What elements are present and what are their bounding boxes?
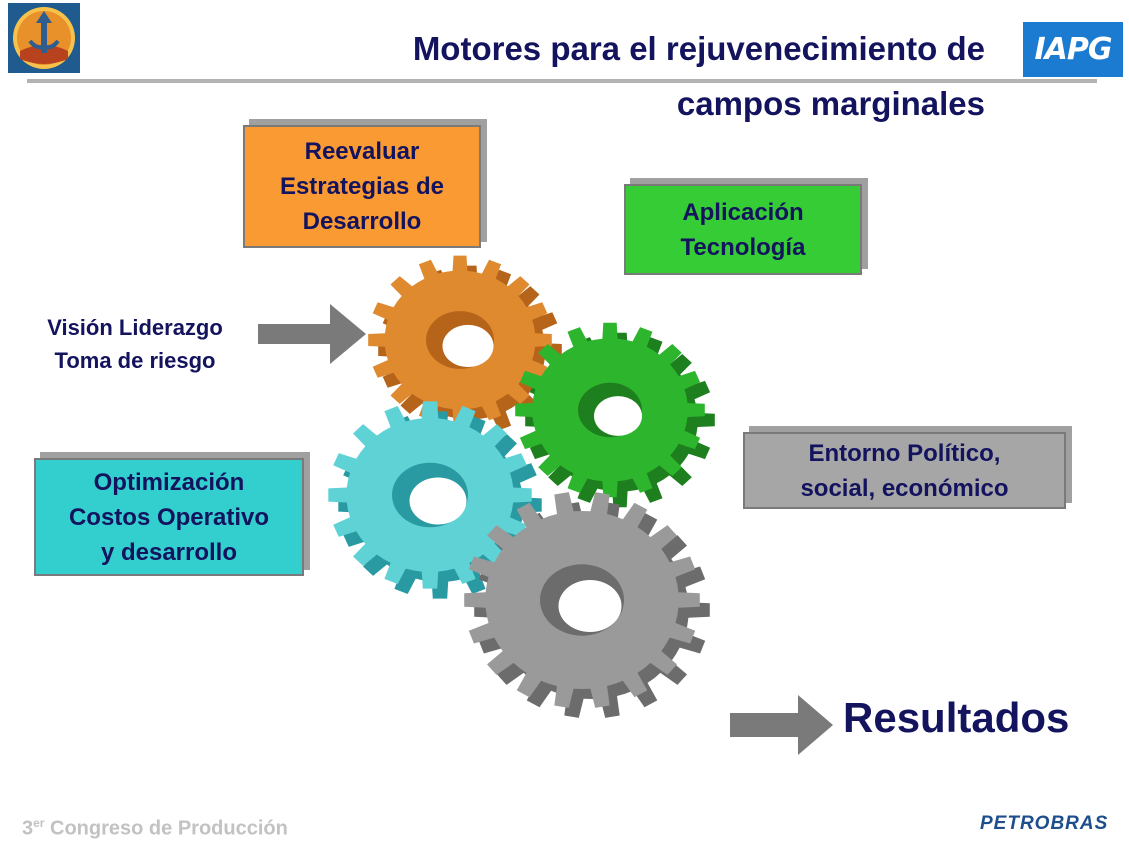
optimizacion-box: Optimización Costos Operativo y desarrol…: [34, 458, 304, 576]
resultados-label: Resultados: [843, 694, 1070, 741]
congress-logo-icon: [8, 3, 80, 73]
gears-illustration: [328, 255, 715, 718]
congress-name: Congreso de Producción: [44, 817, 288, 840]
page-title-line-2: campos marginales: [676, 85, 985, 122]
entorno-box: Entorno Político, social, económico: [743, 432, 1066, 509]
iapg-logo-icon: IAPG: [1023, 22, 1123, 77]
vision-label: Visión Liderazgo Toma de riesgo: [47, 315, 223, 373]
gear-icon: [328, 401, 542, 599]
title-divider: [27, 79, 1097, 83]
arrow-right-icon: [730, 695, 833, 755]
gear-icon: [464, 492, 710, 718]
congress-ordinal: er: [33, 816, 45, 830]
congress-number: 3: [22, 817, 34, 840]
gear-icon: [515, 322, 715, 508]
aplicacion-box: Aplicación Tecnología: [624, 184, 862, 275]
petrobras-logo: PETROBRAS: [980, 813, 1109, 834]
page-title-line-1: Motores para el rejuvenecimiento de: [412, 30, 985, 67]
iapg-logo-text: IAPG: [1034, 32, 1113, 67]
gear-icon: [368, 255, 562, 435]
congress-footer: 3er Congreso de Producción: [22, 816, 288, 841]
reevaluar-box: Reevaluar Estrategias de Desarrollo: [243, 125, 481, 248]
arrow-right-icon: [258, 304, 366, 364]
